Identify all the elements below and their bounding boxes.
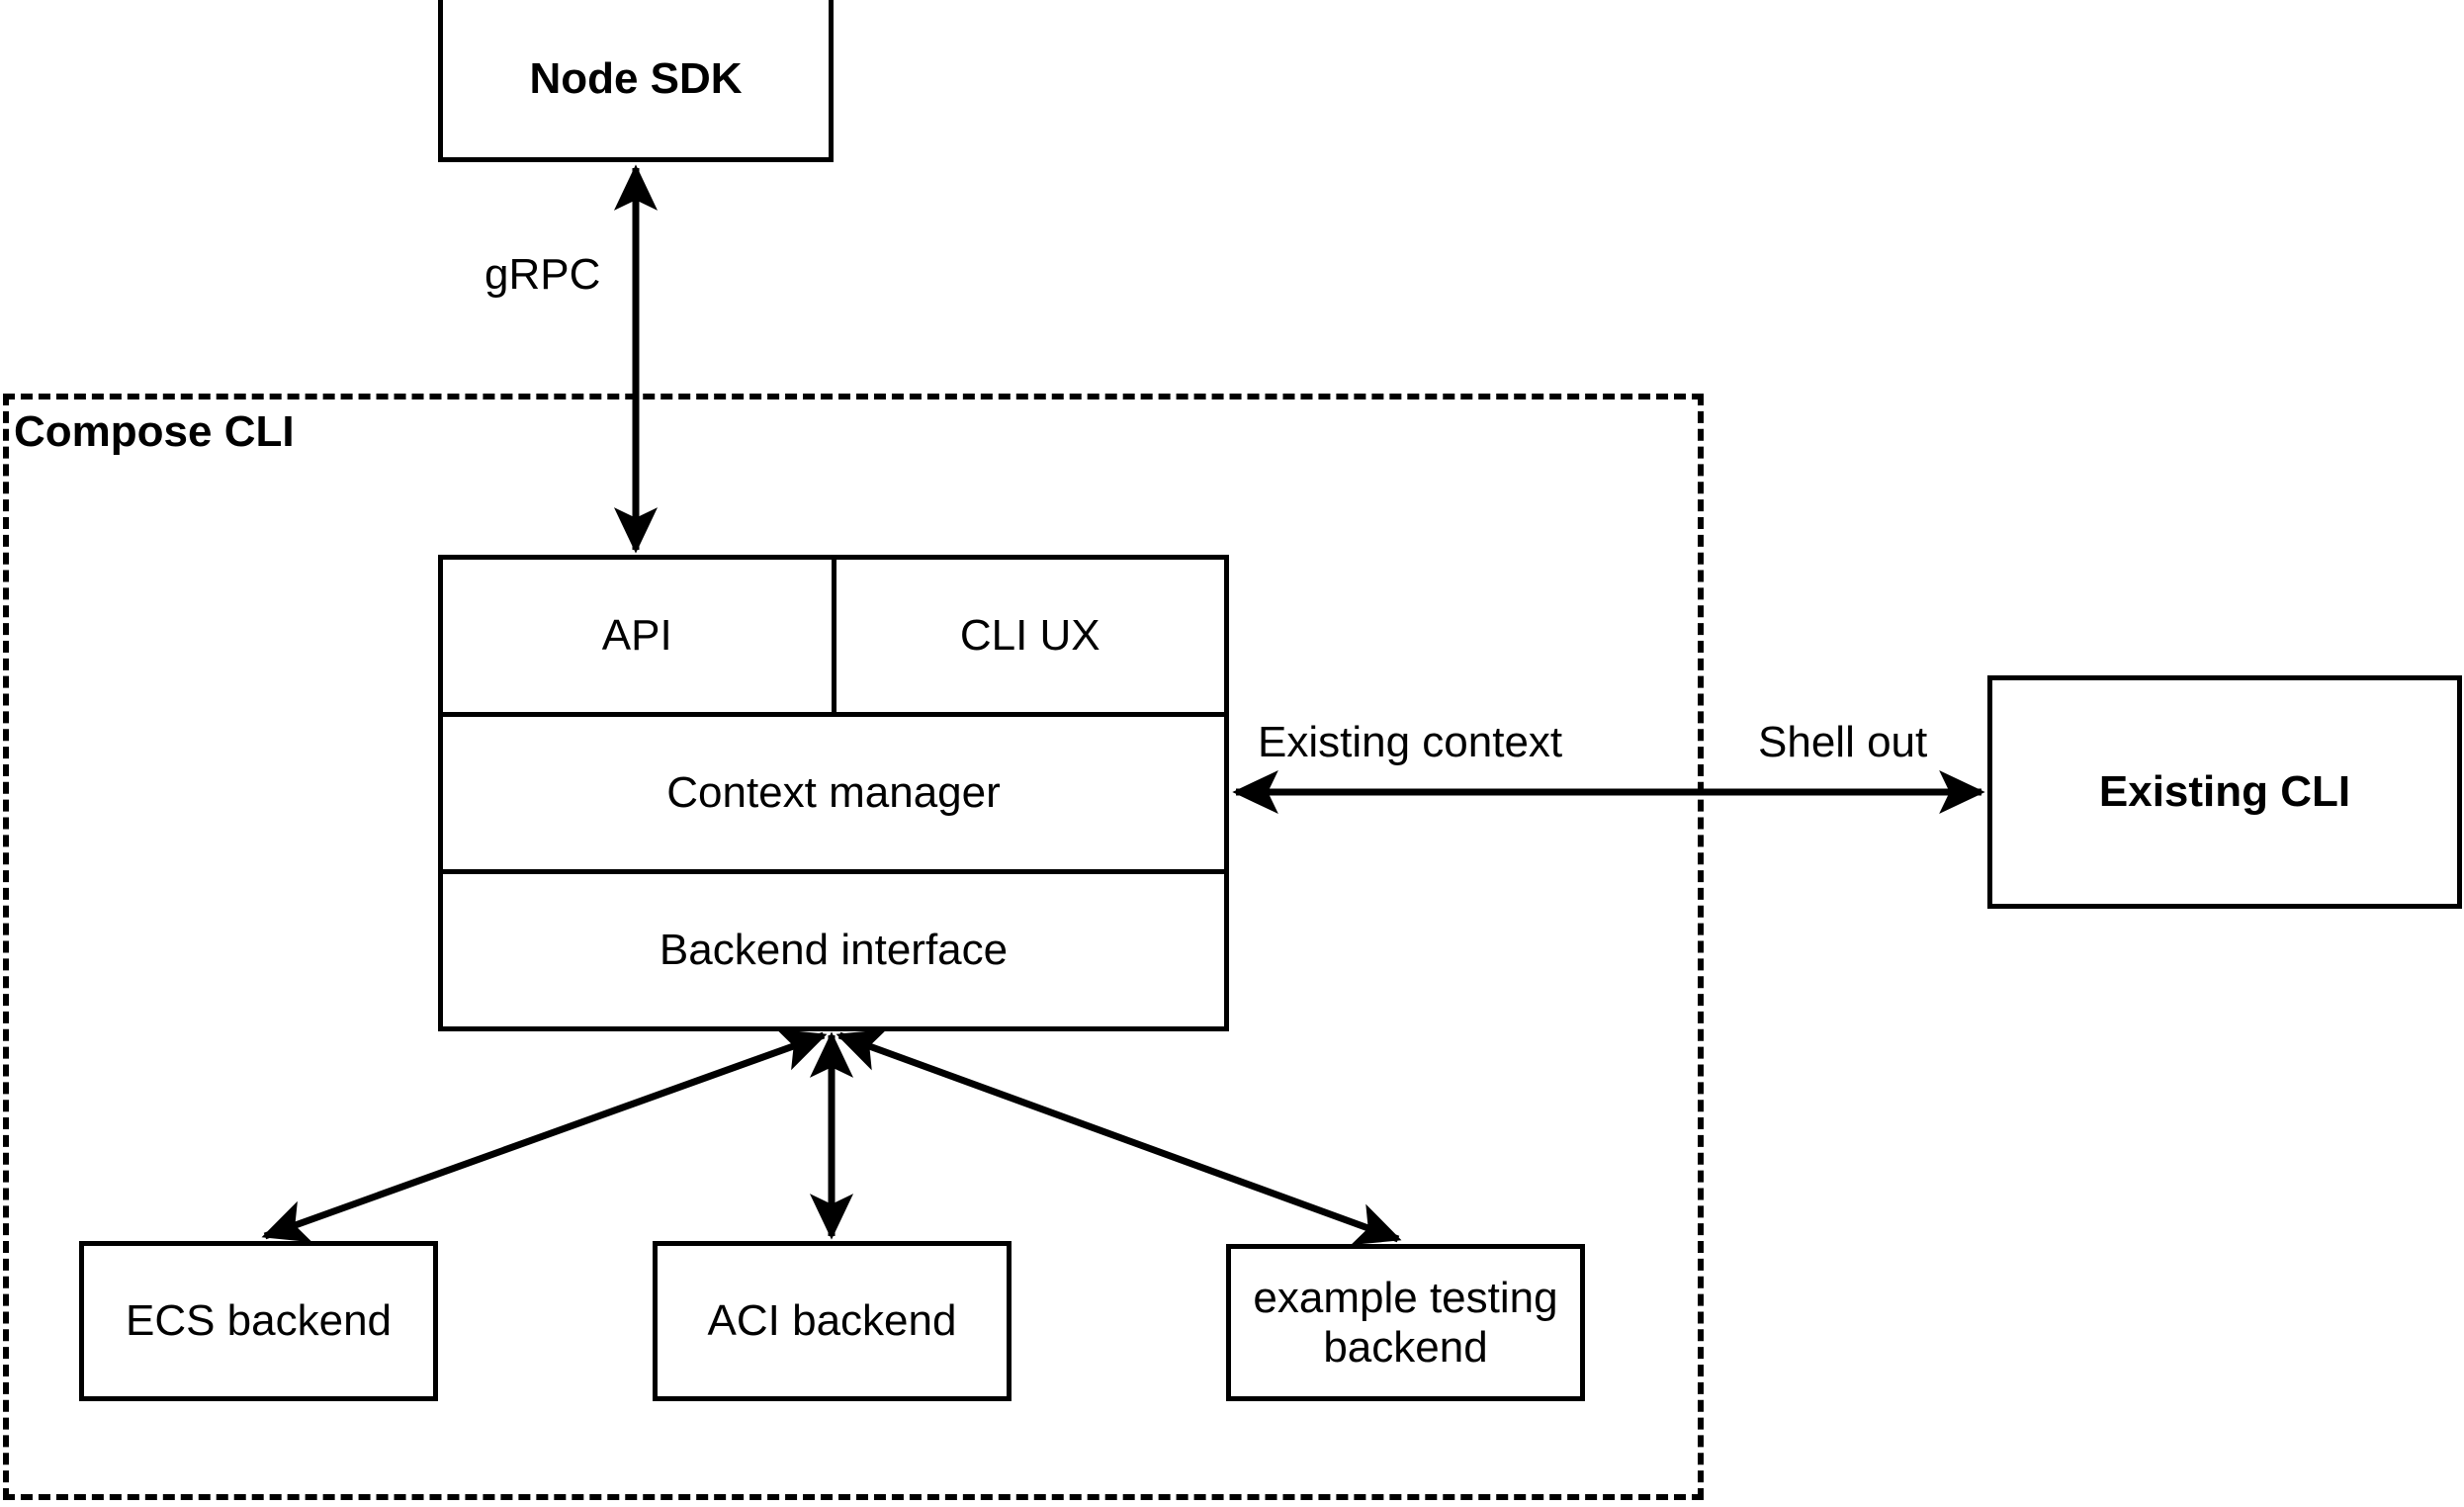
aci-backend-label: ACI backend: [707, 1296, 957, 1346]
stack-cell-api-label: API: [601, 611, 672, 660]
stack-cell-context-manager[interactable]: Context manager: [443, 717, 1224, 869]
node-sdk-box[interactable]: Node SDK: [438, 0, 834, 162]
stack-cell-api[interactable]: API: [443, 560, 836, 712]
existing-cli-box[interactable]: Existing CLI: [1987, 675, 2462, 909]
ecs-backend-box[interactable]: ECS backend: [79, 1241, 438, 1401]
stack-row-backend-interface: Backend interface: [443, 874, 1224, 1026]
aci-backend-box[interactable]: ACI backend: [653, 1241, 1012, 1401]
stack-cell-context-manager-label: Context manager: [666, 768, 1001, 817]
compose-cli-group: [3, 394, 1704, 1500]
stack-cell-cli-ux[interactable]: CLI UX: [836, 560, 1225, 712]
existing-cli-label: Existing CLI: [2098, 767, 2351, 817]
stack-cell-cli-ux-label: CLI UX: [959, 611, 1100, 660]
edge-label-grpc: gRPC: [484, 250, 601, 299]
example-testing-backend-label-line1: example testing: [1253, 1274, 1558, 1323]
example-testing-backend-label-line2: backend: [1323, 1322, 1488, 1372]
edge-label-existing-context: Existing context: [1258, 718, 1563, 766]
compose-cli-group-label: Compose CLI: [14, 407, 295, 456]
node-sdk-label: Node SDK: [529, 53, 743, 103]
stack-cell-backend-interface[interactable]: Backend interface: [443, 874, 1224, 1026]
edge-label-shell-out: Shell out: [1758, 718, 1928, 766]
stack-row-context-manager: Context manager: [443, 717, 1224, 874]
example-testing-backend-box[interactable]: example testing backend: [1226, 1244, 1585, 1401]
stack-row-api-cliux: API CLI UX: [443, 560, 1224, 717]
ecs-backend-label: ECS backend: [125, 1296, 393, 1346]
compose-cli-stack: API CLI UX Context manager Backend inter…: [438, 555, 1229, 1031]
stack-cell-backend-interface-label: Backend interface: [659, 926, 1009, 974]
